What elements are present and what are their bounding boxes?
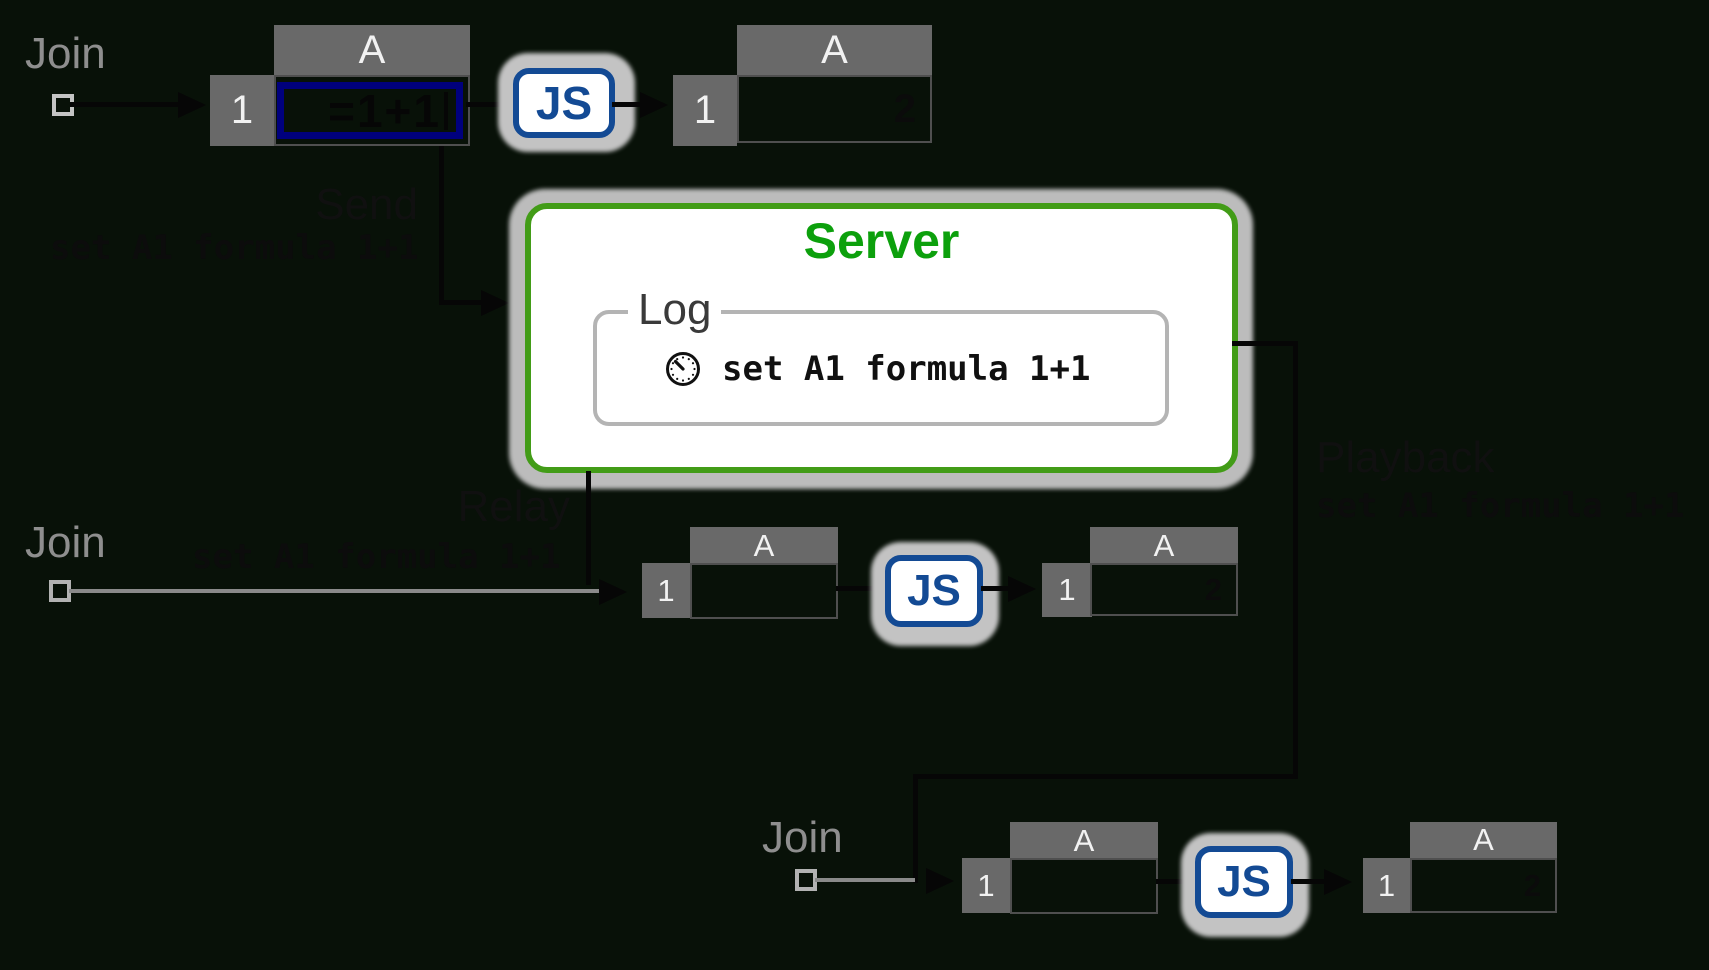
send-arrow-vertical xyxy=(439,146,444,304)
join-arrowhead-client2 xyxy=(599,579,627,605)
connector-sheet3-js2 xyxy=(836,586,878,591)
send-arrowhead xyxy=(481,290,509,316)
js-engine-badge-client1: JS xyxy=(513,68,615,138)
sheet3-row-header: 1 xyxy=(642,563,690,618)
sheet4-cell-A1: 2 xyxy=(1090,563,1238,616)
sheet1-formula-text: =1+1 xyxy=(328,84,441,137)
server-log-label: Log xyxy=(628,288,722,332)
sheet6-col-header: A xyxy=(1410,822,1557,858)
playback-arrow-exit xyxy=(1232,341,1298,346)
sheet2-col-header: A xyxy=(737,25,932,76)
sheet5-row-header: 1 xyxy=(962,858,1010,913)
playback-arrow-vertical-left xyxy=(913,774,918,883)
sheet4-row-header: 1 xyxy=(1042,563,1092,617)
sheet2-cell-A1: 2 xyxy=(737,75,932,143)
js-engine-badge-client2: JS xyxy=(885,555,983,627)
sheet5-col-header: A xyxy=(1010,822,1158,859)
sheet1-row-header: 1 xyxy=(210,75,274,146)
connector-js2-sheet4-arrowhead xyxy=(1008,576,1036,602)
relay-label: Relay xyxy=(457,482,571,531)
join-arrow-line-client2 xyxy=(69,589,599,593)
text-cursor xyxy=(444,91,448,130)
relay-command-text: set A1 formula 1+1 xyxy=(192,537,561,577)
connector-js1-sheet2-line xyxy=(612,102,642,107)
sheet3-col-header: A xyxy=(690,527,838,564)
clock-icon xyxy=(666,352,700,386)
join-label-client2: Join xyxy=(25,518,106,567)
sheet4-col-header: A xyxy=(1090,527,1238,564)
join-label-client3: Join xyxy=(762,813,843,862)
connector-js3-sheet6-line xyxy=(1291,879,1325,884)
sheet1-col-header: A xyxy=(274,25,470,76)
sheet3-cell-A1 xyxy=(690,563,838,619)
sheet1-cell-A1 xyxy=(274,75,470,146)
send-arrow-horizontal xyxy=(439,300,483,305)
playback-label: Playback xyxy=(1316,433,1495,482)
server-log-entry: set A1 formula 1+1 xyxy=(722,349,1091,389)
connector-js1-sheet2-arrowhead xyxy=(640,92,668,118)
connector-js2-sheet4-line xyxy=(981,586,1009,591)
js-engine-badge-client3: JS xyxy=(1195,846,1293,918)
join-node-client2 xyxy=(49,580,71,602)
join-label-client1: Join xyxy=(25,29,106,78)
sheet5-cell-A1 xyxy=(1010,858,1158,914)
join-arrowhead-client1 xyxy=(178,92,206,118)
connector-js3-sheet6-arrowhead xyxy=(1324,869,1352,895)
connector-sheet5-js3 xyxy=(1156,879,1198,884)
server-title: Server xyxy=(803,213,960,269)
join-arrowhead-client3 xyxy=(926,868,954,894)
sheet6-row-header: 1 xyxy=(1363,858,1410,913)
sheet6-cell-A1: 2 xyxy=(1410,858,1557,913)
send-command-text: set A1 formula 1+1 xyxy=(50,228,419,268)
connector-sheet1-js1 xyxy=(466,102,508,107)
join-node-client3 xyxy=(795,869,817,891)
join-arrow-line-client3 xyxy=(815,878,915,882)
playback-command-text: set A1 formula 1+1 xyxy=(1316,486,1685,526)
relay-arrow-vertical xyxy=(586,471,591,585)
sheet1-selected-cell[interactable]: =1+1 xyxy=(277,82,463,139)
playback-arrow-vertical-right xyxy=(1293,341,1298,779)
playback-arrow-horizontal xyxy=(913,774,1298,779)
sheet2-row-header: 1 xyxy=(673,75,737,146)
send-label: Send xyxy=(315,180,418,229)
join-arrow-line-client1 xyxy=(70,102,180,107)
